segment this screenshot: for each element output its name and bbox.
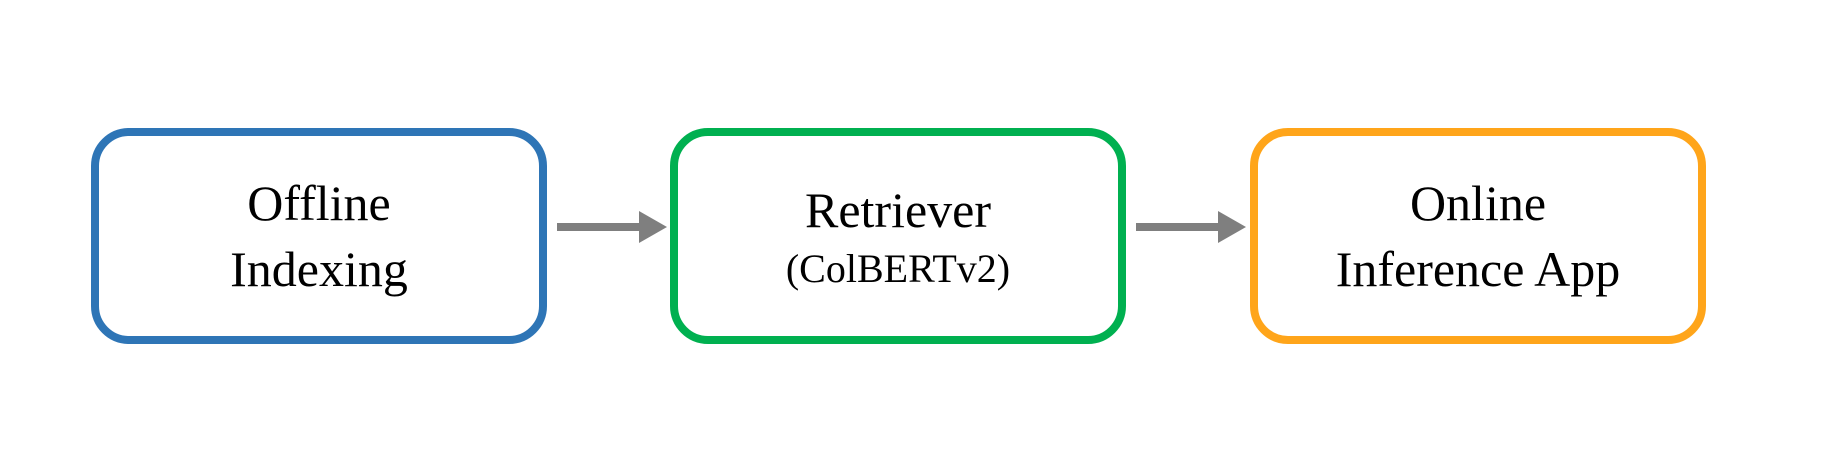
retriever-label: Retriever <box>804 182 991 238</box>
online-inference-label-line1: Online <box>1409 175 1547 231</box>
arrow-offline-to-retriever-shaft <box>557 223 641 231</box>
offline-indexing-node: Offline Indexing <box>91 128 547 344</box>
arrow-retriever-to-online-shaft <box>1136 223 1220 231</box>
offline-indexing-label-line2: Indexing <box>230 241 408 297</box>
retriever-model-label: (ColBERTv2) <box>785 246 1011 291</box>
online-inference-label-line2: Inference App <box>1335 241 1621 297</box>
arrow-offline-to-retriever <box>557 211 667 243</box>
retriever-node: Retriever (ColBERTv2) <box>670 128 1126 344</box>
arrow-offline-to-retriever-head <box>639 211 667 243</box>
arrow-retriever-to-online-head <box>1218 211 1246 243</box>
offline-indexing-label-line1: Offline <box>247 175 391 231</box>
online-inference-app-node: Online Inference App <box>1250 128 1706 344</box>
arrow-retriever-to-online <box>1136 211 1246 243</box>
